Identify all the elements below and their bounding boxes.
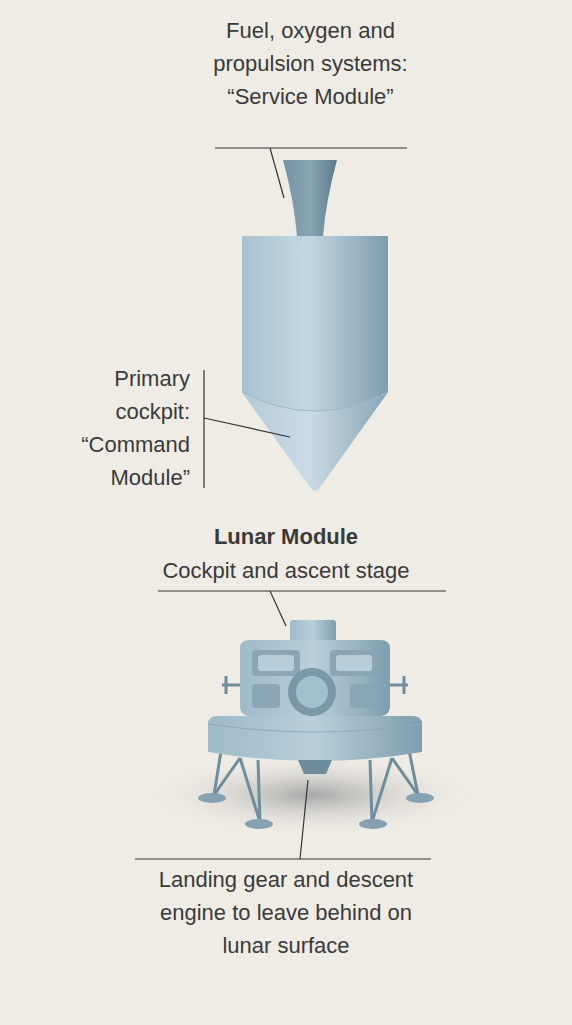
callout-label: Landing gear and descent engine to leave… [155,863,417,962]
engine-nozzle [283,160,337,236]
leader-line [135,858,431,859]
callout-label: Fuel, oxygen and propulsion systems: “Se… [193,14,428,113]
hatch [296,676,328,708]
rcs-thruster [222,676,408,694]
ascent-stage [240,640,390,716]
part-heading: Lunar Module [106,520,466,553]
hatch [288,668,336,716]
service-module [242,236,388,491]
leader-line [270,148,284,198]
descent-stage [208,716,422,761]
descent-stage-rim [208,724,422,732]
callout-label: Cockpit and ascent stage [106,554,466,587]
leader-line [215,147,407,148]
landing-feet [198,793,434,829]
leader-line [203,370,204,488]
command-module [242,392,388,491]
ground-shadow [142,753,482,837]
ascent-stage-frame [252,650,378,708]
leader-line [204,418,290,437]
callout-label: Primary cockpit: “Command Module” [68,362,190,494]
leader-line [270,591,286,626]
module-seam [242,392,388,411]
leader-line [300,780,308,859]
descent-engine [298,760,332,774]
leader-line [158,590,446,591]
